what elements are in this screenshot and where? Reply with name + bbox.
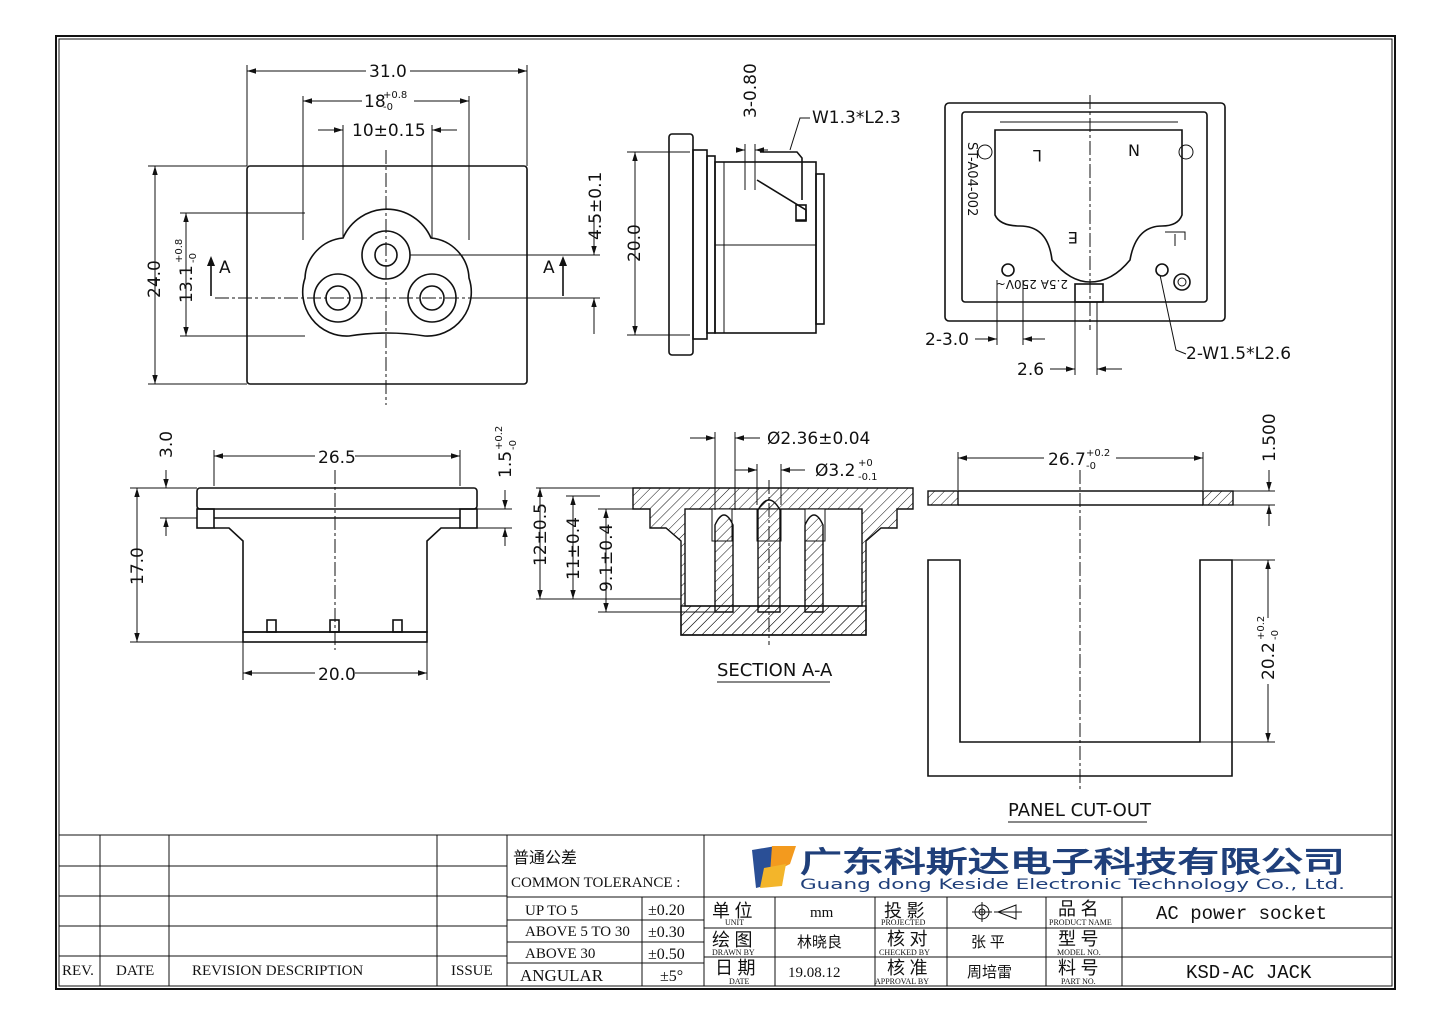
dim-18-lower-tol: -0 <box>383 102 393 113</box>
unit-label: 单 位 <box>712 901 753 921</box>
header-date: DATE <box>116 963 154 979</box>
section-view: Ø2.36±0.04 Ø3.2 +0 -0.1 12±0.5 11±0.4 9.… <box>531 429 914 683</box>
panel-cutout-view: 26.7 +0.2 -0 1.500 20.2 +0.2 -0 PANEL CU… <box>927 413 1281 823</box>
product-sub: PRODUCT NAME <box>1049 918 1112 927</box>
dim-pin-thickness: 3-0.80 <box>741 63 761 118</box>
dim-offset-4-5: 4.5±0.1 <box>586 172 606 240</box>
dim-slot-width: 2-3.0 <box>925 330 969 350</box>
dim-earth-slot: 2.6 <box>1017 360 1044 380</box>
rear-view: L N E ST-A04-002 2.5A 250V~ 2-3.0 2.6 2-… <box>925 95 1291 380</box>
tolerance-value-1: ±0.20 <box>648 902 685 919</box>
mark-neutral: N <box>1128 141 1140 160</box>
mark-line: L <box>1033 146 1042 165</box>
dim-height-13-1: 13.1 <box>177 265 197 303</box>
part-value: KSD-AC JACK <box>1186 962 1312 984</box>
dim-depth-17: 17.0 <box>128 547 148 585</box>
tolerance-range-3: ABOVE 30 <box>525 946 595 962</box>
dim-section-9-1: 9.1±0.4 <box>597 524 617 592</box>
projected-label: 投 影 <box>884 901 925 921</box>
dim-bore-diameter: Ø3.2 <box>815 461 855 481</box>
dim-1-5-lower-tol: -0 <box>508 440 519 450</box>
front-view: 31.0 18 +0.8 -0 10±0.15 24.0 13.1 +0.8 -… <box>145 61 606 405</box>
title-block: REV. DATE REVISION DESCRIPTION ISSUE 普通公… <box>59 834 1392 986</box>
approval-label: 核 准 <box>887 958 928 978</box>
dim-flange-26-5: 26.5 <box>318 448 356 468</box>
dim-width-18: 18 <box>364 92 386 112</box>
approval-sub: APPROVAL BY <box>875 977 929 986</box>
tolerance-title-cn: 普通公差 <box>513 849 577 867</box>
model-sub: MODEL NO. <box>1057 948 1101 957</box>
dim-cutout-lower-tol: -0 <box>1086 461 1096 472</box>
part-label: 料 号 <box>1058 958 1099 978</box>
checked-value: 张 平 <box>971 934 1005 951</box>
date-value: 19.08.12 <box>788 965 841 981</box>
product-value: AC power socket <box>1156 903 1327 925</box>
dim-cutout-upper-tol: +0.2 <box>1086 448 1110 459</box>
dim-section-12: 12±0.5 <box>531 503 551 566</box>
tolerance-range-4: ANGULAR <box>520 966 604 985</box>
section-mark-left: A <box>219 258 231 278</box>
part-sub: PART NO. <box>1061 977 1096 986</box>
tolerance-value-3: ±0.50 <box>648 946 685 963</box>
model-label: 型 号 <box>1058 929 1099 949</box>
company-logo <box>752 846 796 888</box>
dim-step-1-5: 1.5 <box>496 451 516 478</box>
dim-pin-size: W1.3*L2.3 <box>812 108 901 128</box>
dim-section-11: 11±0.4 <box>564 517 584 580</box>
dim-cutout-width: 26.7 <box>1048 450 1086 470</box>
side-view: 3-0.80 W1.3*L2.3 20.0 <box>625 63 901 356</box>
dim-side-height-20: 20.0 <box>625 224 645 262</box>
mark-part-code: ST-A04-002 <box>964 142 979 216</box>
section-title: SECTION A-A <box>717 660 833 681</box>
dim-body-20: 20.0 <box>318 665 356 685</box>
dim-panel-thickness: 1.500 <box>1260 413 1280 462</box>
unit-sub: UNIT <box>725 918 744 927</box>
panel-title: PANEL CUT-OUT <box>1008 800 1152 821</box>
projected-sub: PROJECTED <box>881 918 926 927</box>
mark-earth: E <box>1068 228 1078 247</box>
projection-symbol-icon <box>972 902 1022 922</box>
dim-width-31: 31.0 <box>369 62 407 82</box>
section-mark-right: A <box>543 258 555 278</box>
tolerance-value-4: ±5° <box>660 968 683 985</box>
dim-cutout-height-upper-tol: +0.2 <box>1256 616 1267 640</box>
dim-height-24: 24.0 <box>145 260 165 298</box>
dim-18-upper-tol: +0.8 <box>383 90 407 101</box>
header-issue: ISSUE <box>451 963 493 979</box>
drawn-sub: DRAWN BY <box>712 948 755 957</box>
tolerance-title-en: COMMON TOLERANCE : <box>511 875 680 891</box>
header-revision-description: REVISION DESCRIPTION <box>192 963 363 979</box>
bottom-view: 26.5 3.0 1.5 +0.2 -0 17.0 20.0 <box>128 426 519 685</box>
dim-pin-diameter: Ø2.36±0.04 <box>767 429 870 449</box>
checked-sub: CHECKED BY <box>879 948 930 957</box>
company-name-cn: 广东科斯达电子科技有限公司 <box>800 845 1345 879</box>
product-label: 品 名 <box>1058 899 1099 919</box>
unit-value: mm <box>810 905 834 921</box>
approval-value: 周培雷 <box>967 964 1012 981</box>
header-rev: REV. <box>62 963 94 979</box>
date-label: 日 期 <box>715 958 756 978</box>
dim-bore-lower-tol: -0.1 <box>858 472 878 483</box>
dim-slot-size: 2-W1.5*L2.6 <box>1186 344 1291 364</box>
mark-rating: 2.5A 250V~ <box>996 277 1068 291</box>
date-sub: DATE <box>729 977 750 986</box>
dim-1-5-upper-tol: +0.2 <box>494 426 505 450</box>
tolerance-range-2: ABOVE 5 TO 30 <box>525 924 630 940</box>
dim-bore-upper-tol: +0 <box>858 458 873 469</box>
dim-cutout-height-lower-tol: -0 <box>1270 630 1281 640</box>
checked-label: 核 对 <box>887 929 928 949</box>
drawn-value: 林晓良 <box>797 934 842 951</box>
inner-border <box>58 38 1393 987</box>
dim-cutout-height: 20.2 <box>1259 642 1279 680</box>
dim-pin-spacing-10: 10±0.15 <box>352 121 426 141</box>
dim-flange-3-0: 3.0 <box>157 431 177 458</box>
company-name-en: Guang dong Keside Electronic Technology … <box>800 877 1345 893</box>
outer-border <box>55 35 1396 990</box>
tolerance-value-2: ±0.30 <box>648 924 685 941</box>
dim-13-1-upper-tol: +0.8 <box>174 239 185 263</box>
dim-13-1-lower-tol: -0 <box>188 253 199 263</box>
tolerance-range-1: UP TO 5 <box>525 903 578 919</box>
drawn-label: 绘 图 <box>712 930 753 950</box>
